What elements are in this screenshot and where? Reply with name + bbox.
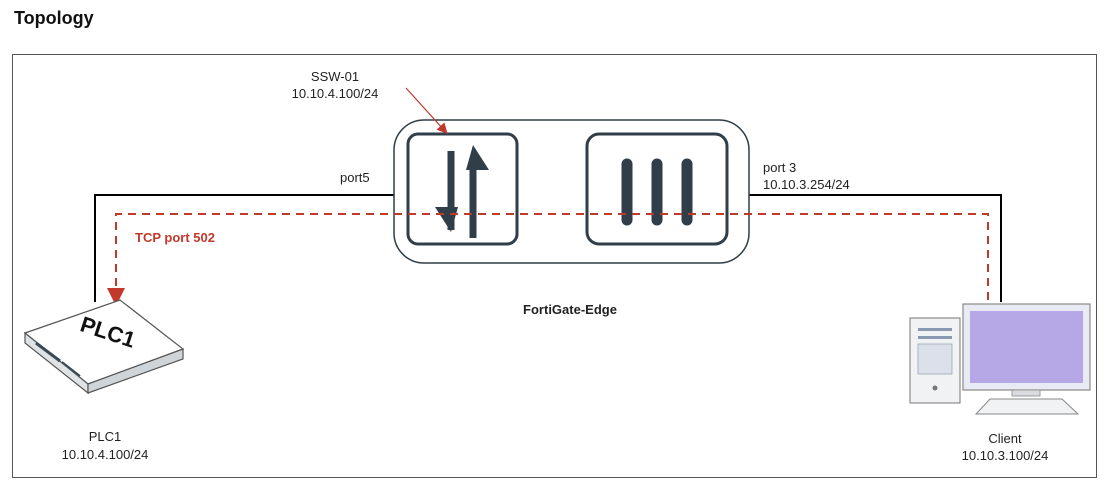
switch-name-label: SSW-01 — [310, 69, 360, 84]
diagram-title: Topology — [14, 8, 94, 28]
switch-ip-label: 10.10.4.100/24 — [291, 86, 379, 101]
switch-callout-arrow — [405, 87, 448, 135]
traffic-flow-path — [107, 213, 989, 306]
link-plc-port5 — [94, 194, 408, 302]
client-ip-label: 10.10.3.100/24 — [961, 448, 1049, 463]
port3-label: port 3 — [763, 160, 797, 175]
diagram-frame — [12, 54, 1097, 478]
plc-name-label: PLC1 — [88, 429, 122, 444]
port5-label: port5 — [340, 170, 370, 185]
client-name-label: Client — [988, 431, 1022, 446]
fortigate-name-label: FortiGate-Edge — [523, 302, 617, 317]
desktop-computer-icon[interactable] — [909, 303, 1091, 415]
plc-device-icon[interactable]: PLC1 — [23, 299, 185, 395]
link-port3-client — [727, 194, 1002, 302]
traffic-label: TCP port 502 — [135, 230, 215, 245]
plc-ip-label: 10.10.4.100/24 — [61, 447, 149, 462]
port3-ip-label: 10.10.3.254/24 — [763, 177, 850, 192]
firewall-bars-icon[interactable] — [585, 132, 729, 246]
switch-arrows-icon[interactable] — [406, 132, 519, 246]
